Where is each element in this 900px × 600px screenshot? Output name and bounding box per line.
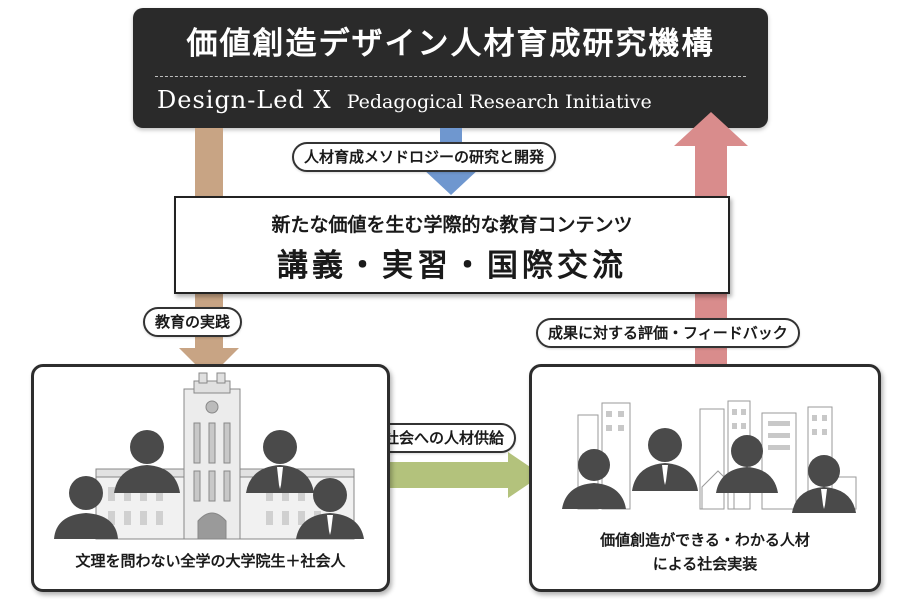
students-caption: 文理を問わない全学の大学院生＋社会人 <box>75 552 346 570</box>
person-silhouettes-right <box>562 428 856 513</box>
title-english-main: Design-Led X <box>157 86 332 114</box>
title-english-sub: Pedagogical Research Initiative <box>346 91 652 113</box>
society-caption-line2: による社会実装 <box>652 555 758 573</box>
university-illustration <box>54 372 364 540</box>
content-main: 講義・実習・国際交流 <box>277 248 627 284</box>
methodology-arrow-head <box>422 168 480 195</box>
title-english: Design-Led X Pedagogical Research Initia… <box>157 86 758 114</box>
feedback-arrow-head <box>674 112 748 146</box>
supply-arrow-shaft <box>390 462 510 488</box>
tie-accents-right <box>662 465 827 509</box>
tie-accents <box>277 467 333 535</box>
supply-label: 社会への人材供給 <box>372 423 517 453</box>
clock-tower <box>183 372 241 540</box>
methodology-label: 人材育成メソドロジーの研究と開発 <box>292 142 557 172</box>
students-panel: 文理を問わない全学の大学院生＋社会人 <box>31 364 390 592</box>
practice-label: 教育の実践 <box>143 307 243 337</box>
society-panel: 価値創造ができる・わかる人材 による社会実装 <box>529 364 881 592</box>
building-windows-right <box>606 409 827 450</box>
title-banner: 価値創造デザイン人材育成研究機構 Design-Led X Pedagogica… <box>133 8 768 128</box>
content-subtitle: 新たな価値を生む学際的な教育コンテンツ <box>271 214 633 236</box>
society-caption-line1: 価値創造ができる・わかる人材 <box>600 531 810 549</box>
city-illustration <box>562 400 857 513</box>
title-japanese: 価値創造デザイン人材育成研究機構 <box>186 26 715 62</box>
feedback-label: 成果に対する評価・フィードバック <box>536 318 800 348</box>
title-divider <box>155 76 746 77</box>
content-box: 新たな価値を生む学際的な教育コンテンツ 講義・実習・国際交流 <box>174 196 730 294</box>
